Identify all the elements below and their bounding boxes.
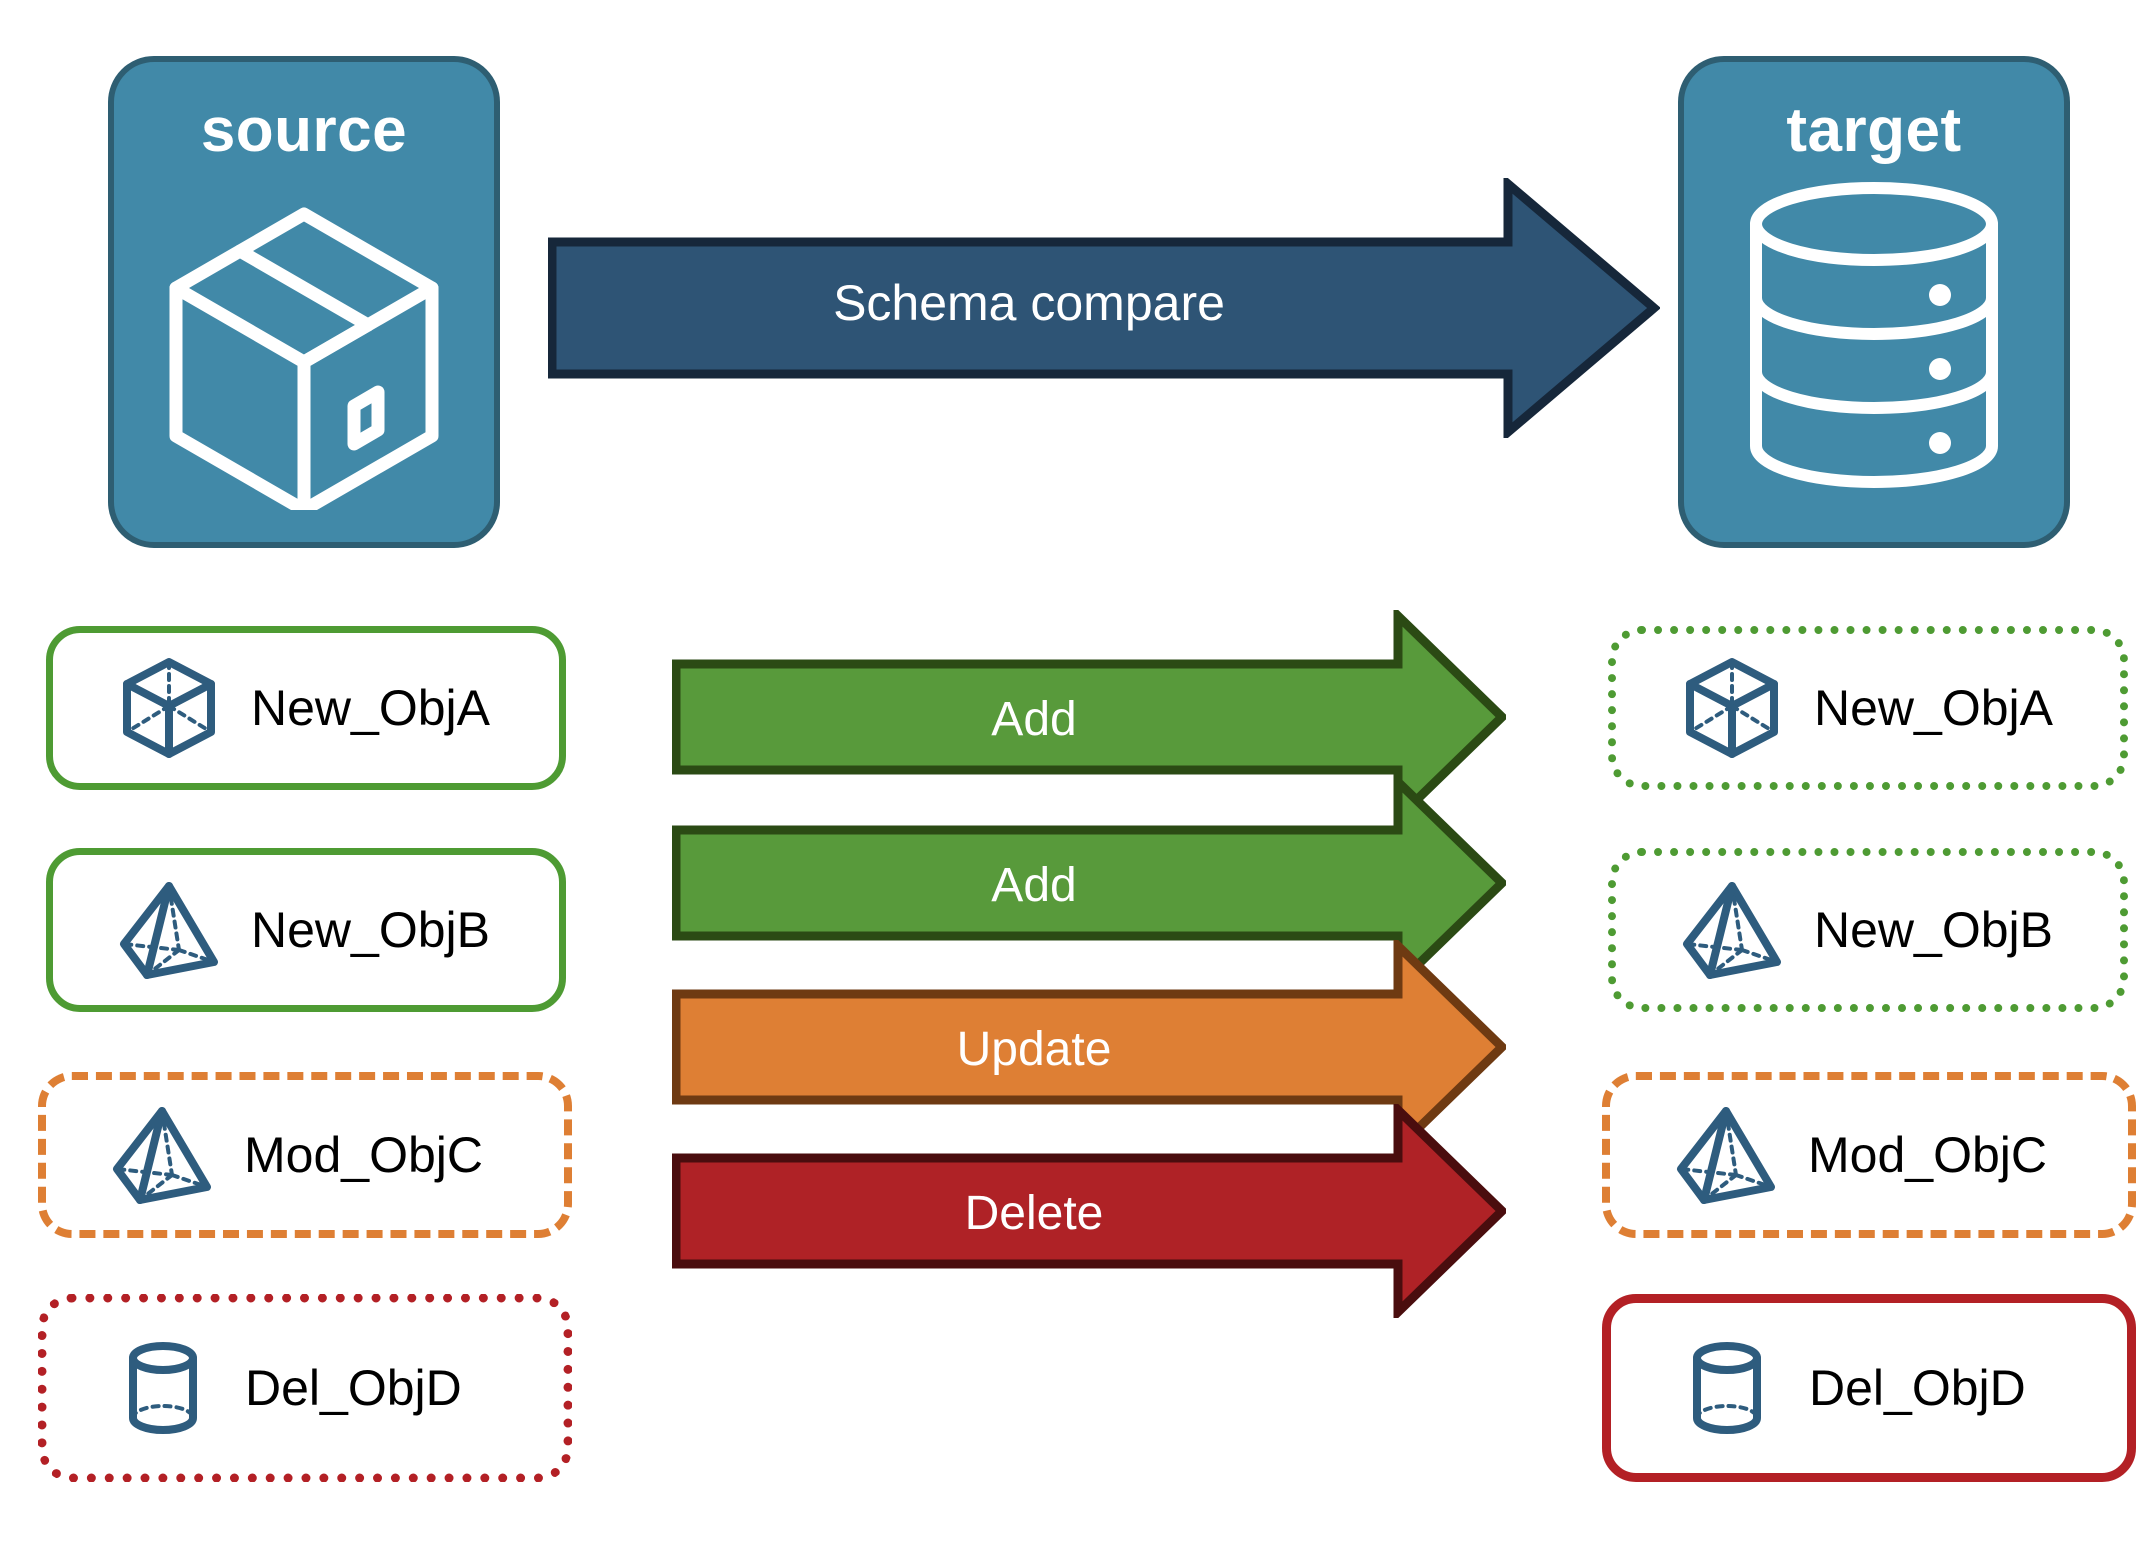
source-object-label-b: New_ObjB (251, 902, 490, 958)
package-box-icon (154, 180, 454, 517)
source-panel: source (108, 56, 500, 548)
delete-arrow-row-d: Delete (671, 1099, 1509, 1323)
target-object-label-d: Del_ObjD (1809, 1360, 2026, 1416)
source-object-row-c: Mod_ObjC (38, 1072, 572, 1238)
target-object-row-c: Mod_ObjC (1602, 1072, 2136, 1238)
source-object-label-c: Mod_ObjC (244, 1127, 483, 1183)
wireframe-pyramid-icon (115, 876, 223, 984)
wireframe-pyramid-icon (1672, 1101, 1780, 1209)
wireframe-cylinder-icon (109, 1334, 217, 1442)
source-object-row-a: New_ObjA (46, 626, 566, 790)
source-title: source (200, 96, 408, 165)
source-object-row-d: Del_ObjD (38, 1294, 572, 1482)
wireframe-pyramid-icon (1678, 876, 1786, 984)
source-object-label-a: New_ObjA (251, 680, 490, 736)
target-object-label-c: Mod_ObjC (1808, 1127, 2047, 1183)
target-object-row-b: New_ObjB (1608, 848, 2128, 1012)
wireframe-cube-icon (115, 654, 223, 762)
database-cylinder-icon (1744, 180, 2004, 495)
source-object-label-d: Del_ObjD (245, 1360, 462, 1416)
schema-compare-arrow: Schema compare (547, 174, 1661, 442)
target-object-label-b: New_ObjB (1814, 902, 2053, 958)
target-panel: target (1678, 56, 2070, 548)
target-object-row-d: Del_ObjD (1602, 1294, 2136, 1482)
target-object-row-a: New_ObjA (1608, 626, 2128, 790)
target-object-label-a: New_ObjA (1814, 680, 2053, 736)
target-title: target (1786, 96, 1962, 165)
wireframe-pyramid-icon (108, 1101, 216, 1209)
wireframe-cylinder-icon (1673, 1334, 1781, 1442)
source-object-row-b: New_ObjB (46, 848, 566, 1012)
wireframe-cube-icon (1678, 654, 1786, 762)
